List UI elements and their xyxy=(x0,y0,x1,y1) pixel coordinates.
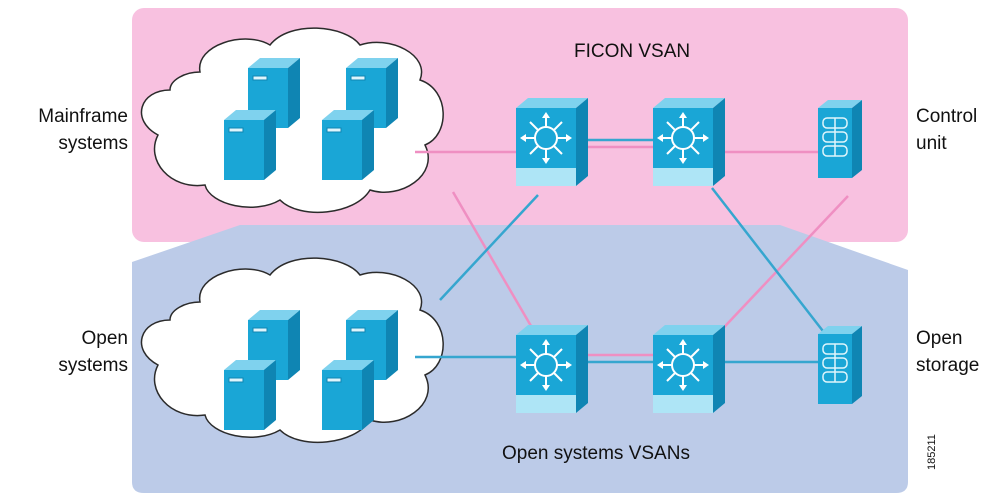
control-unit-label-line2: unit xyxy=(916,133,947,154)
open-systems-links xyxy=(415,138,827,364)
director-switch-icon xyxy=(652,324,726,414)
open-storage-icon xyxy=(817,325,863,405)
ficon-links xyxy=(415,145,849,357)
open-systems-label-line1: Open xyxy=(81,328,128,349)
control-unit-storage-icon xyxy=(817,99,863,179)
open-storage-label-line2: storage xyxy=(916,355,980,376)
control-unit-label-line1: Control xyxy=(916,106,978,127)
open-systems-label-line2: systems xyxy=(58,355,128,376)
director-switch-icon xyxy=(515,324,589,414)
director-switch-icon xyxy=(515,97,589,187)
ficon-vsan-title: FICON VSAN xyxy=(574,41,691,62)
mainframe-systems-label-line1: Mainframe xyxy=(38,106,128,127)
figure-catalog-number: 185211 xyxy=(926,434,938,470)
director-switch-icon xyxy=(652,97,726,187)
open-storage-label-line1: Open xyxy=(916,328,963,349)
mainframe-systems-label-line2: systems xyxy=(58,133,128,154)
open-systems-vsans-title: Open systems VSANs xyxy=(502,443,690,464)
